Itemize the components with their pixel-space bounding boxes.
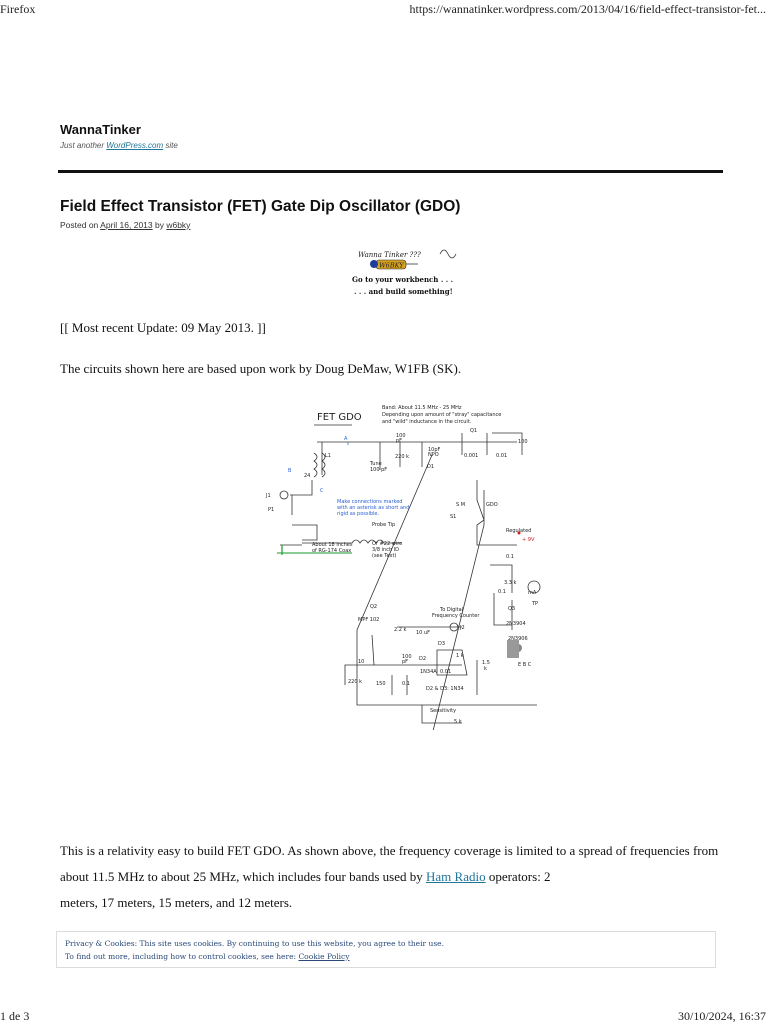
svg-text:Go to your workbench . . .: Go to your workbench . . .	[352, 275, 453, 284]
svg-text:100: 100	[402, 654, 412, 660]
svg-text:J1: J1	[265, 493, 271, 499]
svg-text:10: 10	[358, 659, 364, 665]
svg-text:5 k: 5 k	[454, 719, 462, 725]
svg-text:TP: TP	[531, 601, 538, 607]
svg-text:100: 100	[396, 433, 406, 439]
svg-text:220 k: 220 k	[395, 454, 409, 460]
svg-text:D3: D3	[438, 641, 445, 647]
svg-text:A: A	[344, 436, 348, 442]
svg-text:Depending upon amount of "stra: Depending upon amount of "stray" capacit…	[382, 412, 501, 418]
svg-text:GDO: GDO	[486, 502, 498, 508]
svg-text:E B C: E B C	[518, 662, 532, 668]
svg-text:. . . and build something!: . . . and build something!	[354, 287, 453, 296]
svg-text:+ 9V: + 9V	[522, 537, 535, 543]
print-footer-datetime: 30/10/2024, 16:37	[677, 1009, 766, 1023]
svg-text:0.001: 0.001	[464, 453, 478, 459]
svg-text:S1: S1	[450, 514, 456, 520]
svg-text:Tune: Tune	[369, 461, 382, 467]
update-note: [[ Most recent Update: 09 May 2013. ]]	[60, 320, 266, 335]
svg-text:0.1: 0.1	[402, 681, 410, 687]
svg-text:1N34A: 1N34A	[420, 669, 437, 675]
cookie-banner: Privacy & Cookies: This site uses cookie…	[56, 931, 716, 968]
svg-text:W6BKY: W6BKY	[379, 262, 404, 270]
svg-text:and "wild" inductance in the c: and "wild" inductance in the circuit.	[382, 419, 472, 425]
svg-text:2N3906: 2N3906	[508, 636, 528, 642]
svg-text:Wanna Tinker ???: Wanna Tinker ???	[358, 251, 421, 259]
svg-text:10 uF: 10 uF	[416, 630, 430, 636]
cookie-policy-line: To find out more, including how to contr…	[65, 952, 350, 961]
fet-gdo-schematic: FET GDO Band: About 11.5 MHz - 25 MHz De…	[265, 405, 541, 730]
svg-text:C: C	[320, 488, 324, 494]
svg-text:2N3904: 2N3904	[506, 621, 526, 627]
cookie-policy-link[interactable]: Cookie Policy	[298, 952, 350, 961]
cookie-text: Privacy & Cookies: This site uses cookie…	[65, 939, 444, 948]
post-author-link[interactable]: w6bky	[166, 220, 191, 230]
svg-text:About 18 inches: About 18 inches	[312, 542, 353, 548]
svg-text:Band: About 11.5 MHz - 25 MHz: Band: About 11.5 MHz - 25 MHz	[382, 405, 462, 411]
post-date-link[interactable]: April 16, 2013	[100, 220, 153, 230]
svg-text:NPO: NPO	[428, 452, 439, 458]
svg-text:0.1: 0.1	[506, 554, 514, 560]
svg-text:pF: pF	[396, 438, 402, 444]
svg-text:rigid as possible.: rigid as possible.	[337, 511, 380, 517]
svg-text:Frequency Counter: Frequency Counter	[432, 613, 480, 619]
svg-text:Q2: Q2	[370, 604, 377, 610]
svg-text:Make connections marked: Make connections marked	[337, 499, 402, 505]
wordpress-link[interactable]: WordPress.com	[106, 141, 164, 150]
svg-text:24: 24	[304, 473, 310, 479]
post-meta: Posted on April 16, 2013 by w6bky	[60, 220, 191, 230]
site-title[interactable]: WannaTinker	[60, 122, 141, 137]
svg-text:L1: L1	[325, 453, 331, 459]
svg-text:150: 150	[376, 681, 386, 687]
print-header-url: https://wannatinker.wordpress.com/2013/0…	[409, 2, 766, 16]
svg-text:FET GDO: FET GDO	[317, 412, 362, 423]
svg-text:with an asterisk as short and: with an asterisk as short and	[337, 505, 409, 511]
svg-text:100 pF: 100 pF	[370, 467, 387, 473]
svg-text:Sensitivity: Sensitivity	[430, 708, 456, 714]
svg-text:Or #22 wire: Or #22 wire	[372, 541, 402, 547]
svg-text:Probe Tip: Probe Tip	[372, 522, 395, 528]
header-divider	[58, 170, 723, 173]
svg-text:100: 100	[518, 439, 528, 445]
svg-text:220 k: 220 k	[348, 679, 362, 685]
svg-text:(see Text): (see Text)	[372, 553, 396, 559]
svg-text:J2: J2	[459, 625, 465, 631]
svg-text:2.2 k: 2.2 k	[394, 627, 407, 633]
svg-text:To Digital: To Digital	[439, 607, 463, 613]
body-paragraph: This is a relativity easy to build FET G…	[60, 843, 719, 910]
svg-text:of RG-174 Coax: of RG-174 Coax	[312, 548, 351, 554]
print-footer-page: 1 de 3	[0, 1009, 30, 1023]
svg-text:MPF 102: MPF 102	[358, 617, 379, 623]
ham-radio-link[interactable]: Ham Radio	[426, 869, 486, 884]
svg-text:B: B	[288, 468, 292, 474]
svg-text:1.5: 1.5	[482, 660, 490, 666]
svg-text:k: k	[484, 666, 487, 672]
svg-text:P1: P1	[268, 507, 274, 513]
svg-text:D1: D1	[427, 464, 434, 470]
svg-text:D2 & D3: 1N34: D2 & D3: 1N34	[426, 686, 464, 692]
svg-text:D2: D2	[419, 656, 426, 662]
print-header-browser: Firefox	[0, 2, 36, 16]
site-tagline: Just another WordPress.com site	[60, 141, 178, 150]
svg-text:mA: mA	[528, 590, 537, 596]
wannatinker-logo: Wanna Tinker ??? W6BKY Go to your workbe…	[352, 249, 457, 296]
intro-text: The circuits shown here are based upon w…	[60, 361, 462, 376]
svg-text:3/8 inch ID: 3/8 inch ID	[372, 547, 399, 553]
svg-text:0.01: 0.01	[496, 453, 507, 459]
svg-text:Q1: Q1	[470, 428, 477, 434]
svg-text:pF: pF	[402, 659, 408, 665]
svg-text:0.01: 0.01	[440, 669, 451, 675]
svg-text:Regulated: Regulated	[506, 528, 531, 534]
svg-text:3.3 k: 3.3 k	[504, 580, 517, 586]
svg-text:S M: S M	[456, 502, 465, 508]
post-title: Field Effect Transistor (FET) Gate Dip O…	[60, 198, 461, 215]
svg-text:Q3: Q3	[508, 606, 515, 612]
svg-text:0.1: 0.1	[498, 589, 506, 595]
svg-text:1 k: 1 k	[456, 653, 464, 659]
svg-text:10pF: 10pF	[428, 447, 441, 453]
